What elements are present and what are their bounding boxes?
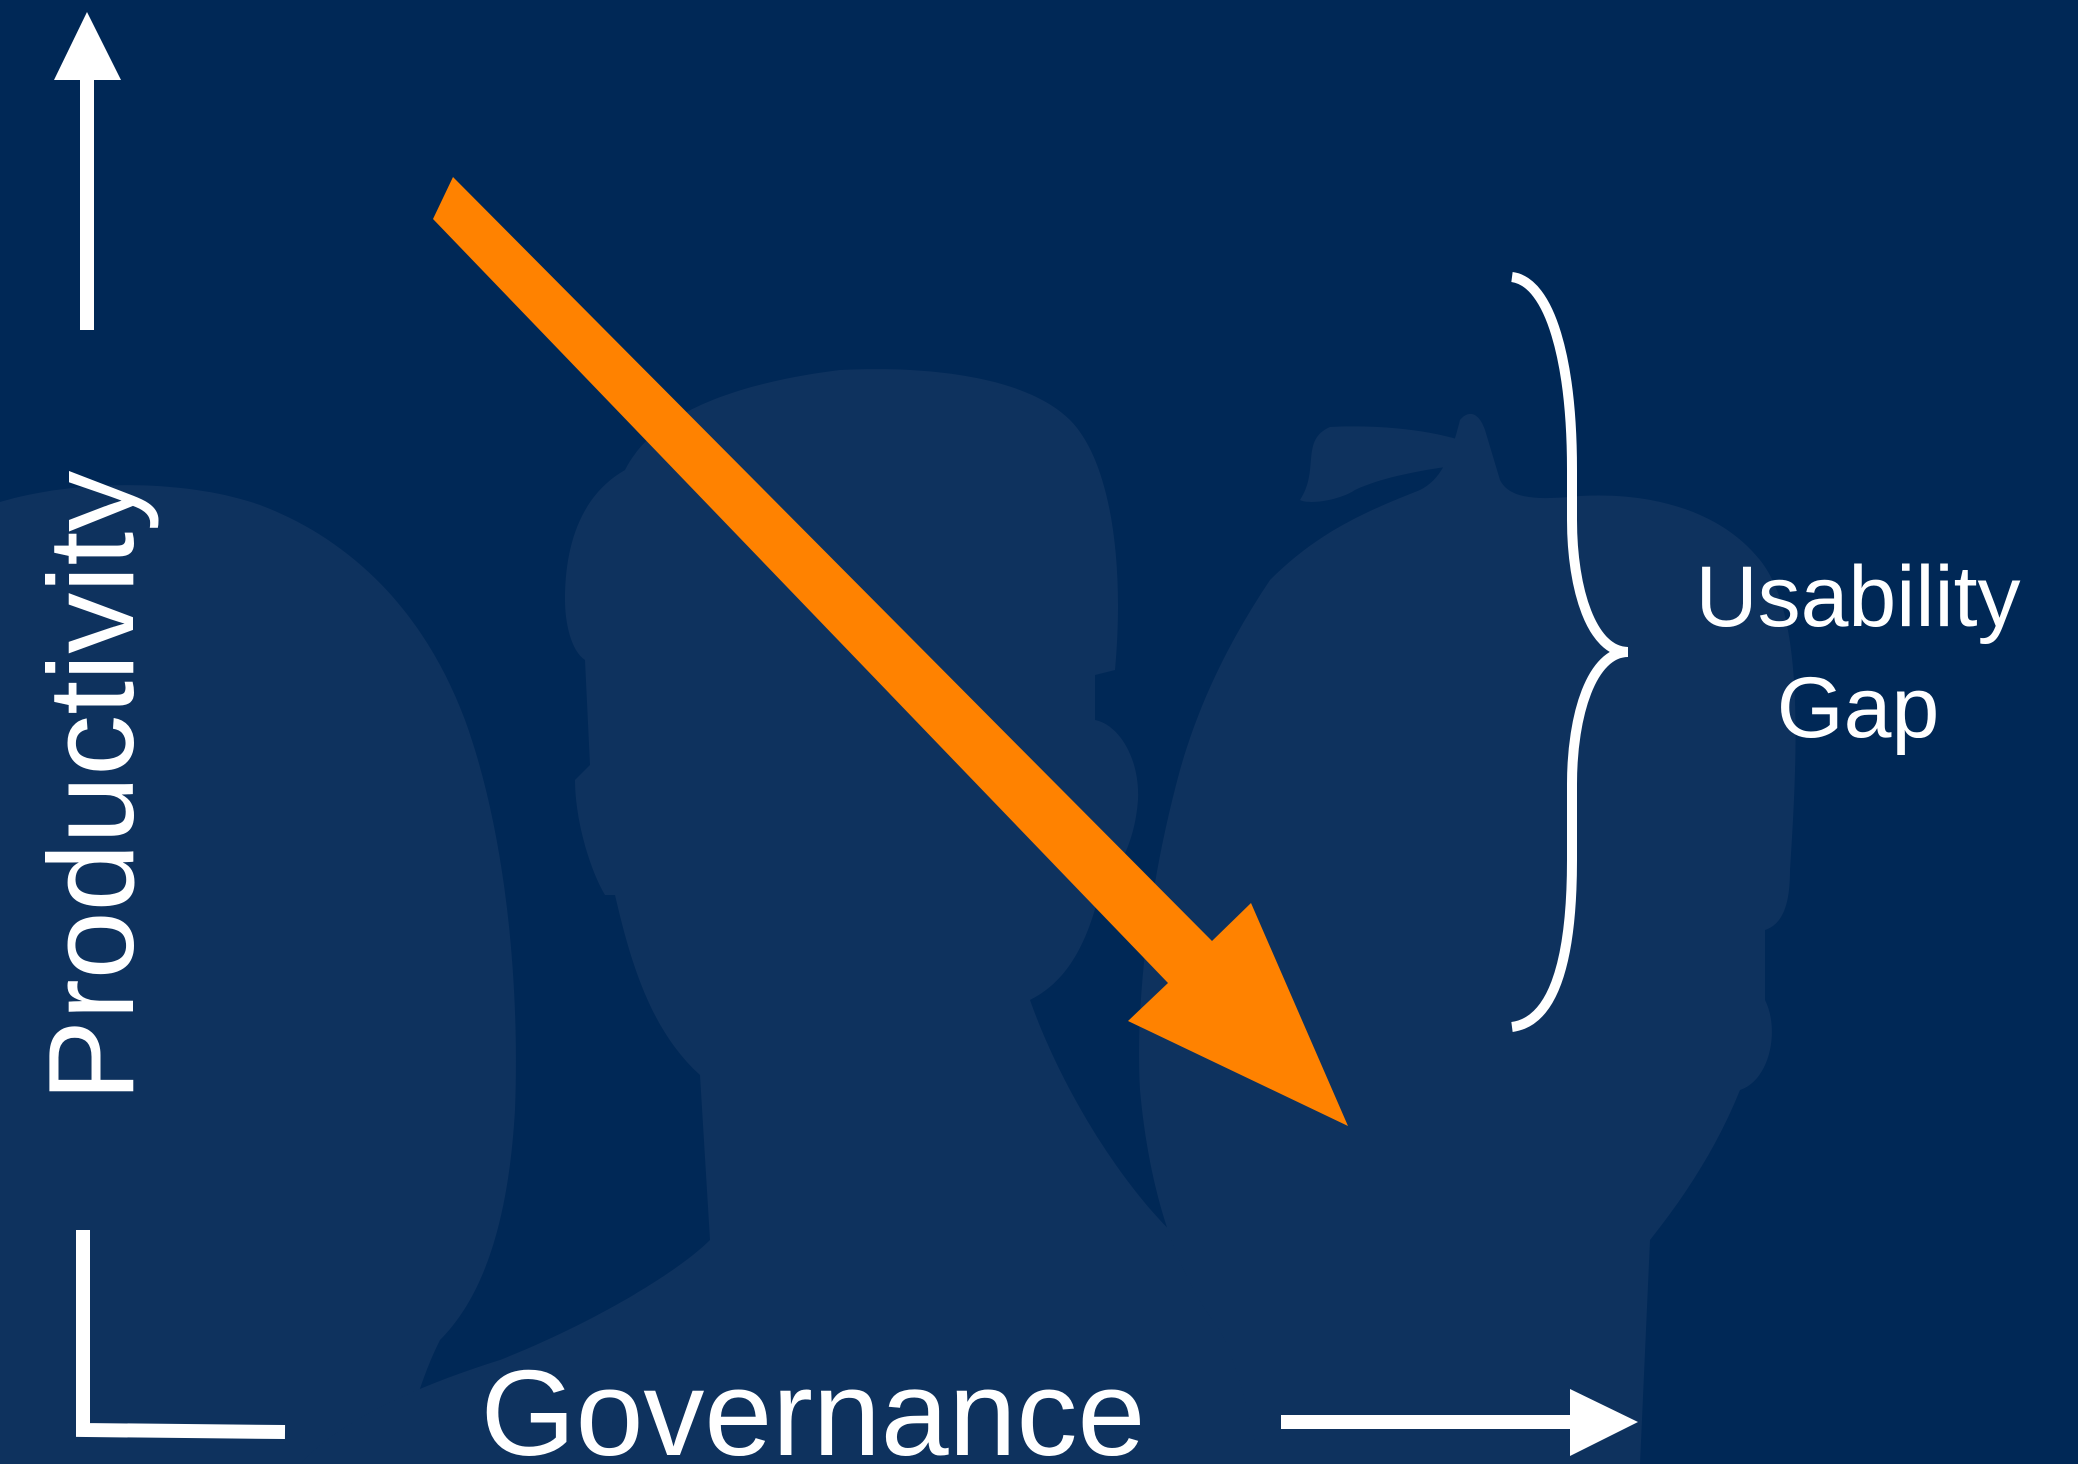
y-axis-arrow [54, 12, 121, 330]
curly-brace-icon [1510, 272, 1629, 1032]
arrow-right-icon [1570, 1389, 1638, 1456]
arrow-down-right-icon [433, 177, 1348, 1126]
silhouette-right-person [1139, 413, 1796, 1464]
usability-gap-label: Usability Gap [1696, 549, 2021, 756]
arrow-up-icon [54, 12, 121, 80]
gap-label-line2: Gap [1777, 660, 1940, 756]
gap-label-line1: Usability [1696, 549, 2021, 645]
people-silhouettes [0, 369, 1796, 1464]
silhouette-left-person [0, 485, 516, 1464]
axis-origin-corner [76, 1230, 286, 1439]
y-axis-label: Productivity [23, 471, 159, 1102]
silhouette-middle-person [300, 369, 1350, 1464]
x-axis-arrow [1281, 1389, 1638, 1456]
x-axis-label: Governance [481, 1345, 1146, 1464]
